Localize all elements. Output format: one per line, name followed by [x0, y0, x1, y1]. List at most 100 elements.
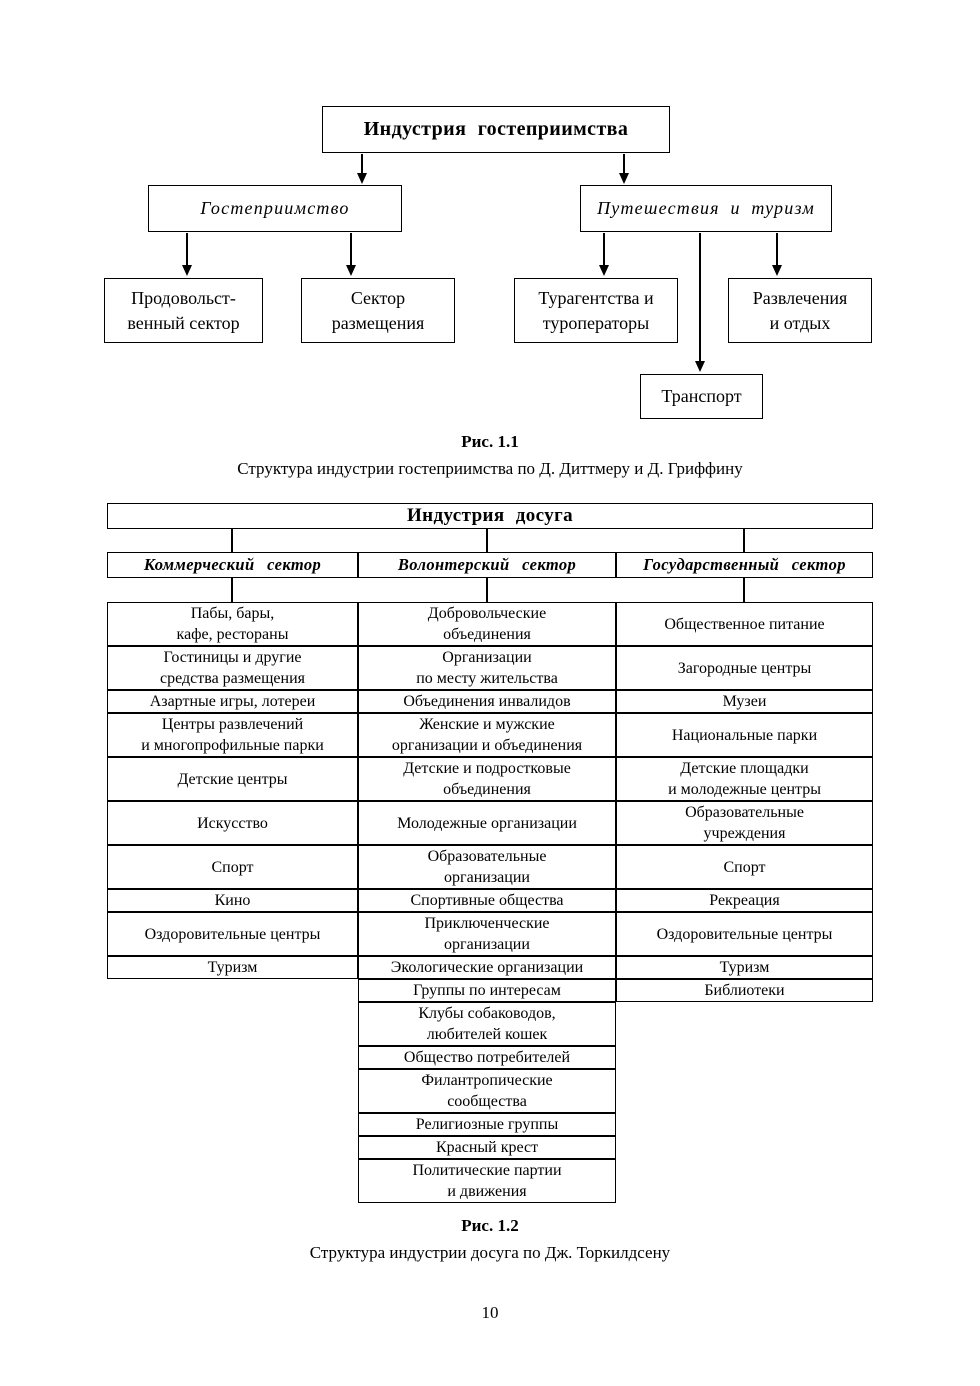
sector-header-commercial: Коммерческий сектор: [107, 552, 358, 578]
grid-row: Филантропические сообщества: [107, 1069, 873, 1113]
fig1-transport-box: Транспорт: [640, 374, 763, 419]
arrow-down-icon: [598, 233, 609, 276]
grid-cell-empty: [107, 1002, 358, 1046]
grid-cell: Приключенческие организации: [358, 912, 616, 956]
grid-cell: Искусство: [107, 801, 358, 845]
grid-cell-empty: [616, 1069, 873, 1113]
connector-line: [486, 578, 488, 602]
grid-row: Клубы собаководов, любителей кошек: [107, 1002, 873, 1046]
grid-cell: Детские площадки и молодежные центры: [616, 757, 873, 801]
fig2-diagram: Индустрия досуга Коммерческий сектор Вол…: [107, 503, 873, 1203]
grid-cell: Религиозные группы: [358, 1113, 616, 1136]
grid-cell: Филантропические сообщества: [358, 1069, 616, 1113]
grid-row: Детские центры Детские и подростковые об…: [107, 757, 873, 801]
grid-cell-empty: [616, 1113, 873, 1136]
fig2-connectors-top: [107, 529, 873, 552]
grid-cell: Молодежные организации: [358, 801, 616, 845]
grid-cell: Центры развлечений и многопрофильные пар…: [107, 713, 358, 757]
grid-cell: Группы по интересам: [358, 979, 616, 1002]
fig1-travel-box: Путешествия и туризм: [580, 185, 832, 232]
fig2-connectors-bottom: [107, 578, 873, 602]
arrow-down-icon: [771, 233, 782, 276]
grid-cell: Оздоровительные центры: [107, 912, 358, 956]
grid-row: Красный крест: [107, 1136, 873, 1159]
fig2-grid: Пабы, бары, кафе, рестораны Добровольчес…: [107, 602, 873, 1203]
grid-cell-empty: [107, 979, 358, 1002]
connector-line: [486, 529, 488, 552]
grid-row: Религиозные группы: [107, 1113, 873, 1136]
connector-line: [231, 578, 233, 602]
grid-row: Кино Спортивные общества Рекреация: [107, 889, 873, 912]
fig2-sector-header-row: Коммерческий сектор Волонтерский сектор …: [107, 552, 873, 578]
connector-line: [743, 578, 745, 602]
fig1-accommodation-box: Сектор размещения: [301, 278, 455, 343]
grid-cell-empty: [107, 1159, 358, 1203]
fig1-agencies-box: Турагентства и туроператоры: [514, 278, 678, 343]
grid-cell: Экологические организации: [358, 956, 616, 979]
grid-cell: Общественное питание: [616, 602, 873, 646]
grid-cell: Спорт: [107, 845, 358, 889]
grid-cell: Объединения инвалидов: [358, 690, 616, 713]
fig1-caption-text: Структура индустрии гостеприимства по Д.…: [237, 459, 743, 478]
grid-cell-empty: [616, 1136, 873, 1159]
arrow-down-icon: [356, 154, 367, 184]
fig2-caption-label: Рис. 1.2: [461, 1216, 519, 1235]
fig1-caption: Рис. 1.1 Структура индустрии гостеприимс…: [0, 432, 980, 479]
grid-cell: Красный крест: [358, 1136, 616, 1159]
grid-cell-empty: [107, 1113, 358, 1136]
sector-header-volunteer: Волонтерский сектор: [358, 552, 616, 578]
grid-cell-empty: [107, 1136, 358, 1159]
sector-header-state: Государственный сектор: [616, 552, 873, 578]
grid-row: Политические партии и движения: [107, 1159, 873, 1203]
grid-cell: Национальные парки: [616, 713, 873, 757]
arrow-down-icon: [181, 233, 192, 276]
grid-cell: Спорт: [616, 845, 873, 889]
fig2-caption-text: Структура индустрии досуга по Дж. Торкил…: [309, 1243, 671, 1262]
fig1-entertainment-box: Развлечения и отдых: [728, 278, 872, 343]
grid-cell: Рекреация: [616, 889, 873, 912]
grid-cell: Музеи: [616, 690, 873, 713]
page-number: 10: [481, 1303, 499, 1322]
grid-row: Оздоровительные центры Приключенческие о…: [107, 912, 873, 956]
arrow-down-icon: [345, 233, 356, 276]
grid-cell: Добровольческие объединения: [358, 602, 616, 646]
grid-row: Группы по интересам Библиотеки: [107, 979, 873, 1002]
grid-cell-empty: [616, 1002, 873, 1046]
connector-line: [743, 529, 745, 552]
grid-cell: Кино: [107, 889, 358, 912]
grid-row: Общество потребителей: [107, 1046, 873, 1069]
grid-cell: Общество потребителей: [358, 1046, 616, 1069]
grid-cell: Образовательные организации: [358, 845, 616, 889]
grid-cell: Женские и мужские организации и объедине…: [358, 713, 616, 757]
grid-cell: Библиотеки: [616, 979, 873, 1002]
grid-cell: Спортивные общества: [358, 889, 616, 912]
grid-cell: Туризм: [616, 956, 873, 979]
grid-row: Азартные игры, лотереи Объединения инвал…: [107, 690, 873, 713]
grid-row: Центры развлечений и многопрофильные пар…: [107, 713, 873, 757]
grid-cell: Оздоровительные центры: [616, 912, 873, 956]
fig1-hospitality-box: Гостеприимство: [148, 185, 402, 232]
grid-cell: Политические партии и движения: [358, 1159, 616, 1203]
arrow-down-icon: [618, 154, 629, 184]
fig1-food-sector-box: Продовольст- венный сектор: [104, 278, 263, 343]
grid-cell: Туризм: [107, 956, 358, 979]
grid-cell: Гостиницы и другие средства размещения: [107, 646, 358, 690]
grid-cell: Клубы собаководов, любителей кошек: [358, 1002, 616, 1046]
grid-cell: Детские и подростковые объединения: [358, 757, 616, 801]
grid-cell: Организации по месту жительства: [358, 646, 616, 690]
grid-cell: Азартные игры, лотереи: [107, 690, 358, 713]
grid-cell: Детские центры: [107, 757, 358, 801]
fig1-root-box: Индустрия гостеприимства: [322, 106, 670, 153]
grid-cell-empty: [616, 1159, 873, 1203]
grid-cell-empty: [616, 1046, 873, 1069]
fig2-title-box: Индустрия досуга: [107, 503, 873, 529]
grid-row: Искусство Молодежные организации Образов…: [107, 801, 873, 845]
fig1-caption-label: Рис. 1.1: [461, 432, 519, 451]
grid-cell: Загородные центры: [616, 646, 873, 690]
grid-row: Туризм Экологические организации Туризм: [107, 956, 873, 979]
grid-row: Спорт Образовательные организации Спорт: [107, 845, 873, 889]
fig2-caption: Рис. 1.2 Структура индустрии досуга по Д…: [0, 1216, 980, 1263]
grid-cell-empty: [107, 1069, 358, 1113]
grid-cell: Образовательные учреждения: [616, 801, 873, 845]
